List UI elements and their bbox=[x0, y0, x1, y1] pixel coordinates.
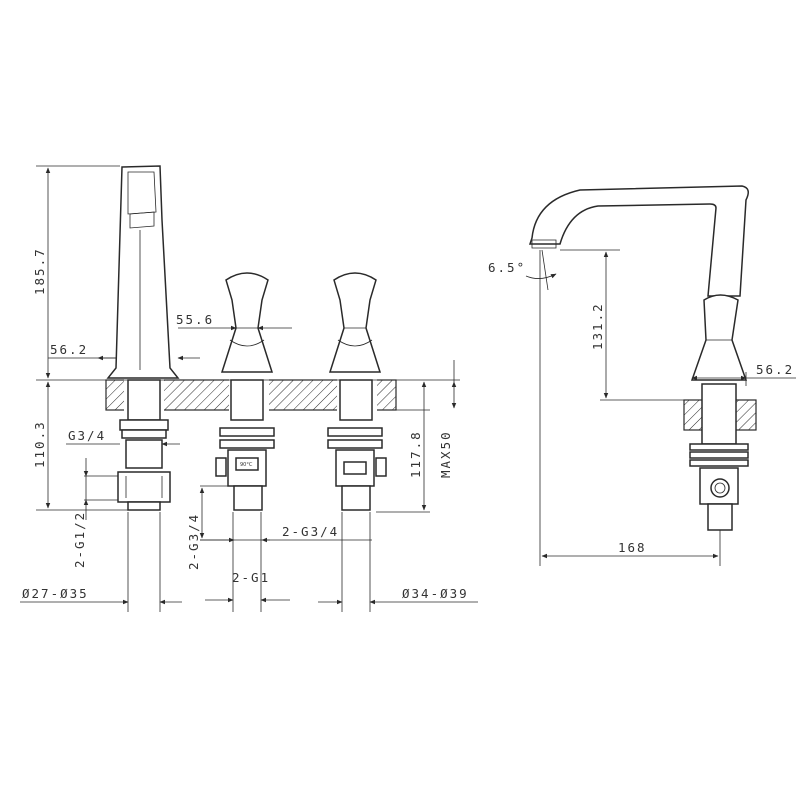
label-56-2-left: 56.2 bbox=[50, 342, 88, 357]
label-117-8: 117.8 bbox=[408, 430, 423, 478]
label-185-7: 185.7 bbox=[32, 247, 47, 295]
dim-56-2-left: 56.2 bbox=[36, 342, 460, 381]
dim-2-g3-4-v: 2-G3/4 bbox=[186, 485, 270, 570]
label-110-3: 110.3 bbox=[32, 420, 47, 468]
valve-handle-left: 90°C bbox=[215, 272, 275, 511]
dim-angle: 6.5° bbox=[488, 249, 557, 291]
valve-tag: 90°C bbox=[240, 462, 253, 468]
label-55-6: 55.6 bbox=[176, 312, 214, 327]
side-handle bbox=[690, 294, 748, 381]
label-max50: MAX50 bbox=[438, 430, 453, 478]
label-168: 168 bbox=[618, 540, 647, 555]
dim-2-g1-2: 2-G1/2 bbox=[72, 458, 118, 568]
dim-55-6: 55.6 bbox=[176, 312, 292, 331]
dim-117-8: 117.8 bbox=[376, 381, 430, 513]
label-dia-right: Ø34-Ø39 bbox=[402, 586, 469, 601]
dim-g3-4: G3/4 bbox=[66, 428, 180, 447]
label-2-g3-4-h: 2-G3/4 bbox=[282, 524, 339, 539]
dim-131-2: 131.2 bbox=[560, 249, 684, 401]
label-g3-4: G3/4 bbox=[68, 428, 106, 443]
dim-2-g1: 2-G1 bbox=[205, 512, 290, 612]
dim-110-3: 110.3 bbox=[32, 381, 128, 511]
label-dia-left: Ø27-Ø35 bbox=[22, 586, 89, 601]
dim-dia-right: Ø34-Ø39 bbox=[318, 512, 478, 612]
dim-dia-left: Ø27-Ø35 bbox=[20, 512, 182, 612]
label-2-g3-4-v: 2-G3/4 bbox=[186, 513, 201, 570]
dim-2-g3-4-h: 2-G3/4 bbox=[200, 524, 372, 543]
dim-56-2-right: 56.2 bbox=[691, 362, 796, 386]
valve-handle-right bbox=[327, 272, 387, 511]
dim-168: 168 bbox=[539, 290, 721, 566]
label-131-2: 131.2 bbox=[590, 302, 605, 350]
label-2-g1-2: 2-G1/2 bbox=[72, 511, 87, 568]
label-angle: 6.5° bbox=[488, 260, 526, 275]
dim-185-7: 185.7 bbox=[32, 165, 120, 379]
side-view: 6.5° 131.2 56.2 168 bbox=[488, 185, 796, 566]
side-spout bbox=[528, 185, 749, 297]
dim-max50: MAX50 bbox=[438, 360, 457, 478]
spout-body bbox=[106, 165, 180, 511]
front-view: 90°C 185.7 56.2 bbox=[20, 165, 478, 612]
label-56-2-right: 56.2 bbox=[756, 362, 794, 377]
label-2-g1: 2-G1 bbox=[232, 570, 270, 585]
